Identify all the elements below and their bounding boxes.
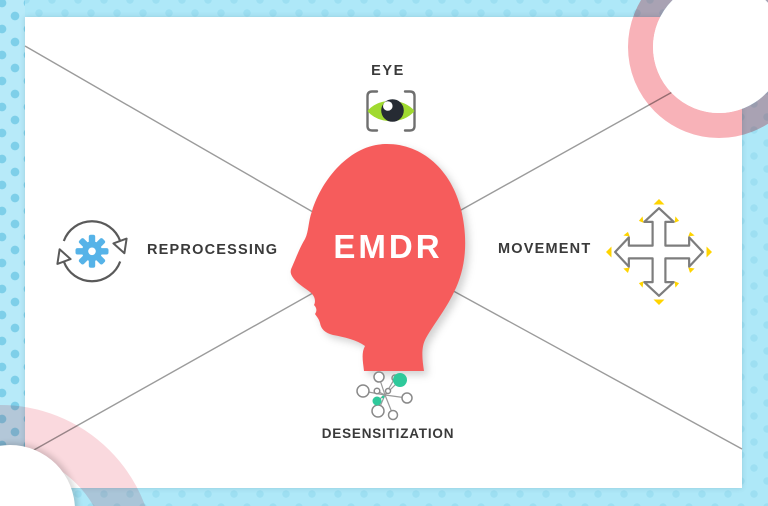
eye-label: EYE (371, 63, 405, 79)
eye-in-focus-frame-icon (364, 89, 418, 138)
cycle-arrows-gear-icon (50, 208, 134, 299)
molecule-icon (356, 370, 416, 427)
desensitization-label: DESENSITIZATION (321, 426, 455, 441)
top-right-circle-decoration (653, 0, 768, 113)
center-title: EMDR (333, 228, 443, 265)
movement-label: MOVEMENT (498, 241, 592, 257)
four-way-arrows-icon (606, 199, 712, 310)
reprocessing-label: REPROCESSING (147, 242, 279, 258)
head-silhouette (288, 143, 468, 371)
